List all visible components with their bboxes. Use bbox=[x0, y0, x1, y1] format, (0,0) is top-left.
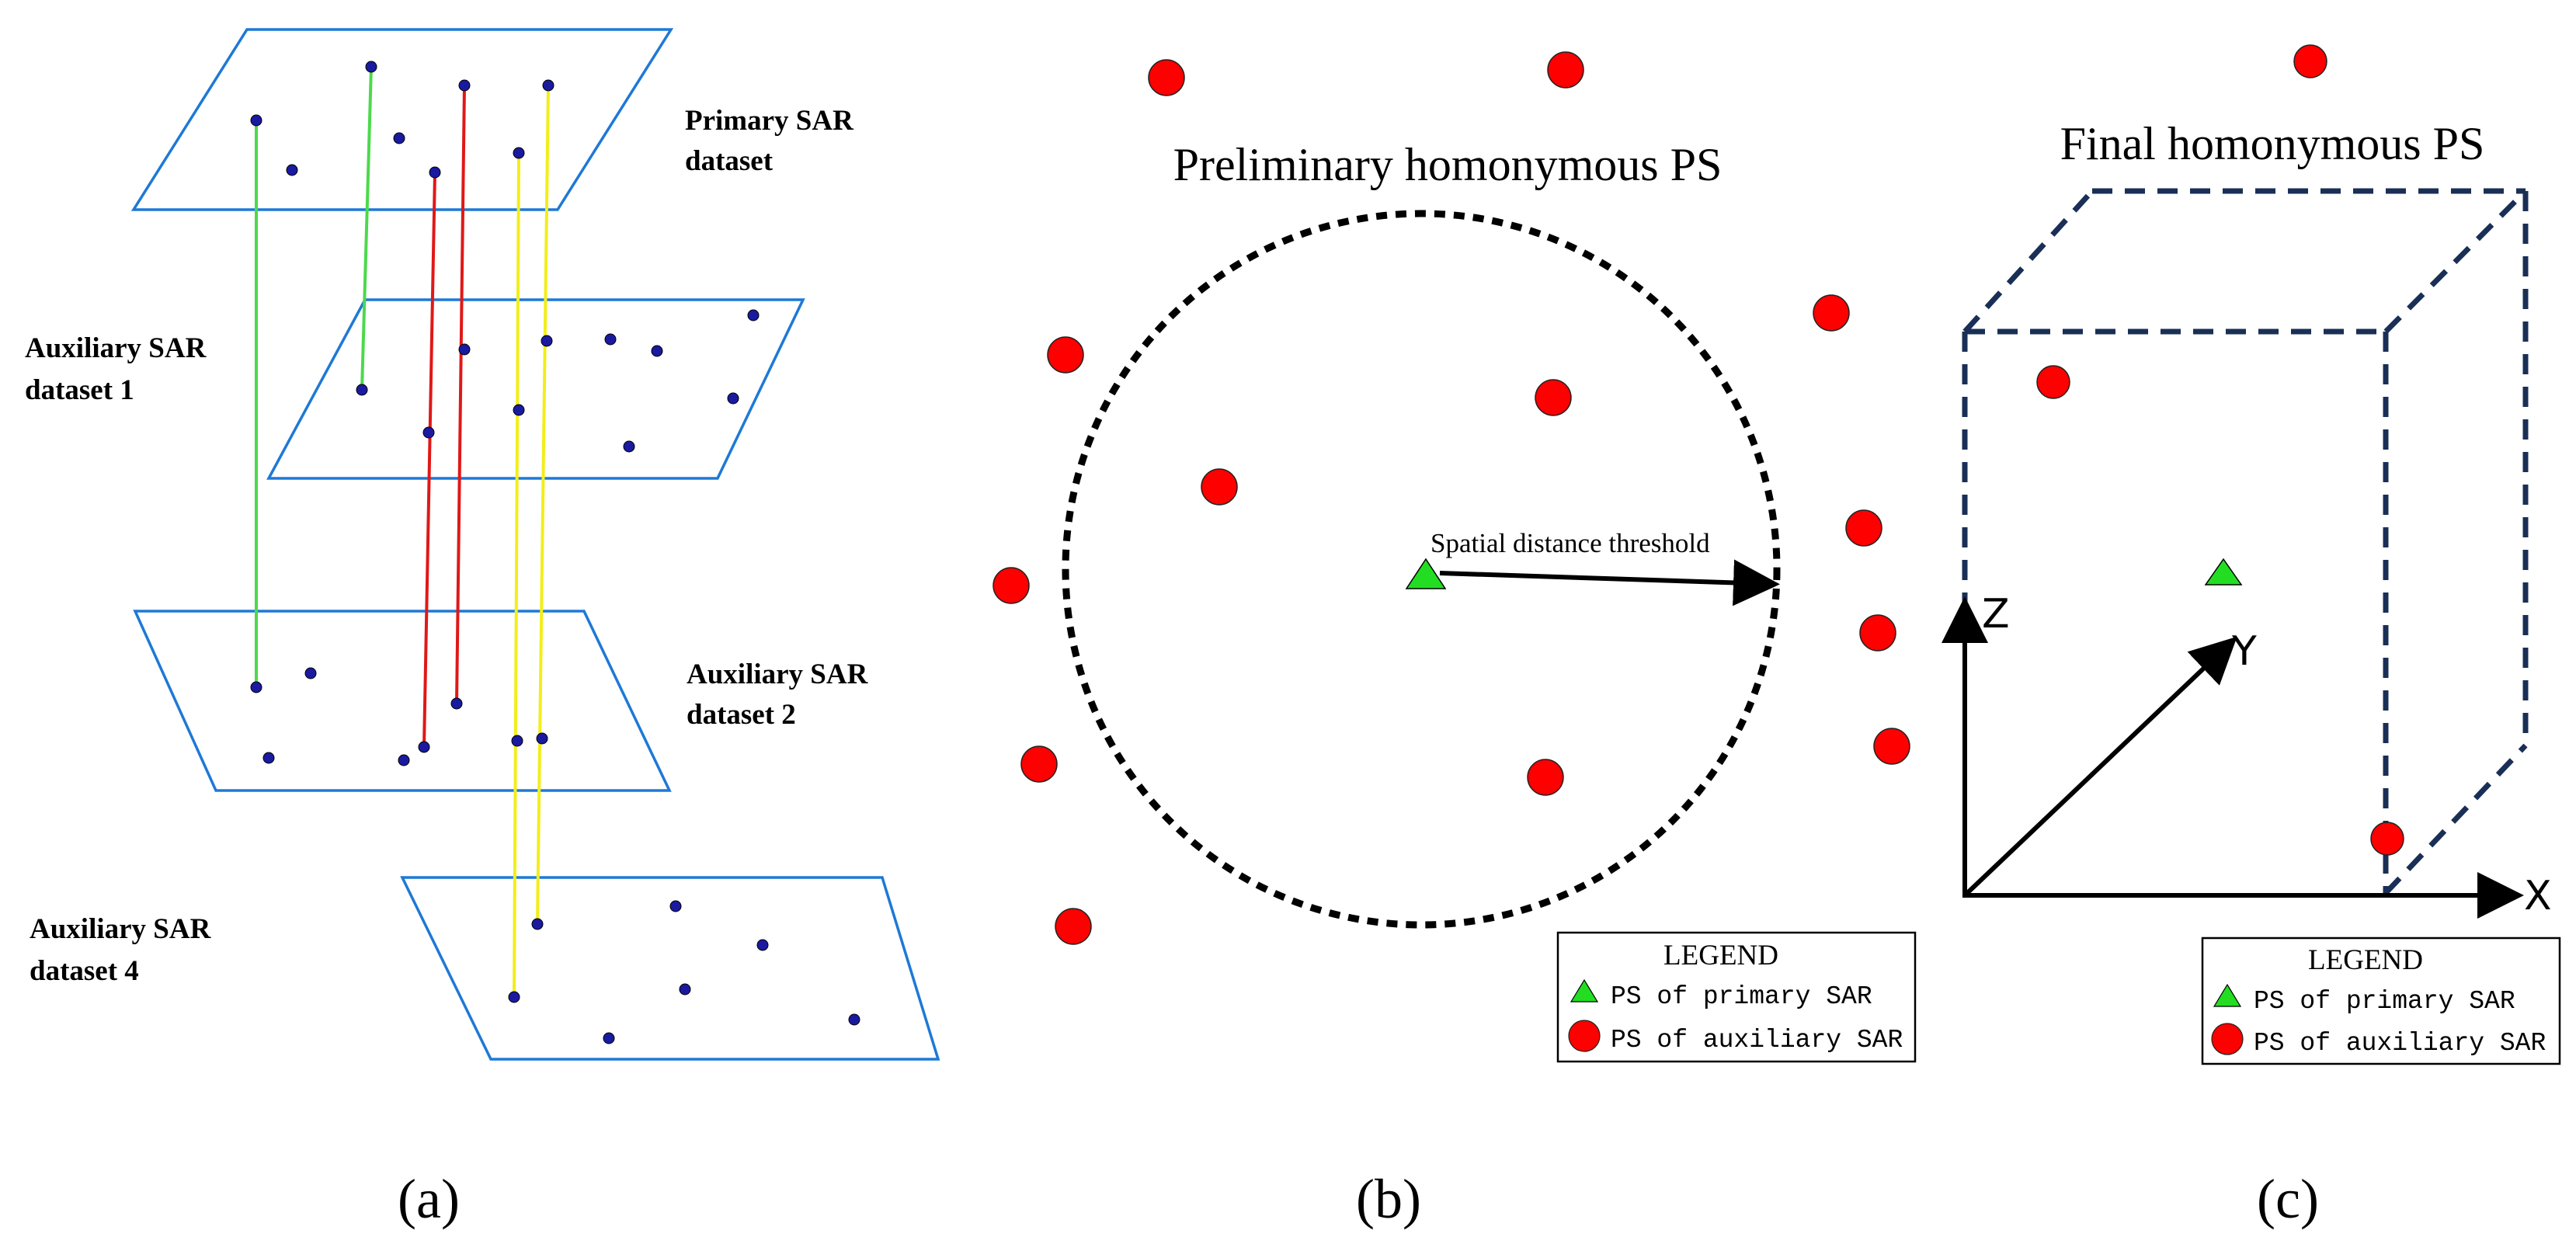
auxiliary-4-points bbox=[508, 900, 860, 1044]
auxiliary-sar-plane-2 bbox=[133, 610, 672, 792]
auxiliary-sar-1-label-line2: dataset 1 bbox=[25, 374, 134, 406]
auxiliary-sar-2-label-line2: dataset 2 bbox=[687, 699, 796, 731]
legend-title: LEGEND bbox=[2308, 944, 2423, 976]
primary-ps-triangle bbox=[1405, 558, 1447, 589]
legend-triangle-icon bbox=[1570, 978, 1599, 1003]
legend-circle-icon bbox=[2211, 1023, 2244, 1055]
axis-z-label: Z bbox=[1982, 591, 2010, 638]
primary-ps-triangle bbox=[2204, 558, 2243, 586]
link-line-yellow bbox=[536, 85, 550, 925]
auxiliary-sar-1-label-line1: Auxiliary SAR bbox=[25, 332, 207, 364]
legend-primary-text: PS of primary SAR bbox=[1611, 982, 1872, 1011]
panel-b-legend: LEGEND PS of primary SAR PS of auxiliary… bbox=[1556, 931, 1917, 1063]
legend-triangle-icon bbox=[2213, 983, 2242, 1007]
auxiliary-sar-2-label-line1: Auxiliary SAR bbox=[687, 659, 869, 690]
auxiliary-1-points bbox=[356, 309, 760, 453]
axis-y bbox=[1962, 636, 2237, 898]
link-line-yellow bbox=[513, 152, 520, 998]
link-line-red bbox=[455, 85, 466, 704]
link-line-red bbox=[422, 172, 436, 748]
panel-a-caption: (a) bbox=[398, 1168, 460, 1230]
primary-sar-plane bbox=[130, 28, 674, 211]
legend-aux-text: PS of auxiliary SAR bbox=[1611, 1026, 1903, 1055]
panel-b-caption: (b) bbox=[1356, 1168, 1421, 1230]
primary-sar-label-line1: Primary SAR bbox=[685, 105, 854, 137]
panel-c-title: Final homonymous PS bbox=[2060, 118, 2485, 169]
auxiliary-sar-4-label-line1: Auxiliary SAR bbox=[30, 913, 212, 945]
search-box-3d bbox=[1962, 188, 2529, 895]
legend-title: LEGEND bbox=[1663, 940, 1778, 971]
legend-aux-text: PS of auxiliary SAR bbox=[2254, 1029, 2546, 1058]
link-line-green bbox=[360, 66, 373, 391]
panel-a: Primary SAR dataset Auxiliary SAR datase… bbox=[25, 28, 940, 1230]
axis-y-label: Y bbox=[2231, 628, 2257, 675]
panel-b-title: Preliminary homonymous PS bbox=[1173, 139, 1723, 190]
auxiliary-2-points bbox=[250, 667, 548, 766]
threshold-label: Spatial distance threshold bbox=[1431, 528, 1710, 558]
legend-primary-text: PS of primary SAR bbox=[2254, 987, 2515, 1016]
threshold-arrow bbox=[1439, 559, 1780, 606]
auxiliary-sar-4-label-line2: dataset 4 bbox=[30, 955, 139, 987]
auxiliary-sar-plane-1 bbox=[266, 298, 805, 480]
panel-c: Final homonymous PS Z Y X LE bbox=[1942, 44, 2561, 1230]
primary-points bbox=[250, 61, 554, 179]
panel-c-legend: LEGEND PS of primary SAR PS of auxiliary… bbox=[2201, 937, 2561, 1065]
panel-b: Preliminary homonymous PS Spatial distan… bbox=[993, 51, 1917, 1230]
legend-circle-icon bbox=[1568, 1020, 1601, 1052]
auxiliary-ps-points bbox=[2036, 44, 2404, 856]
axis-x-label: X bbox=[2524, 873, 2552, 919]
auxiliary-ps-points bbox=[993, 51, 1910, 945]
auxiliary-sar-plane-4 bbox=[400, 876, 940, 1061]
panel-c-caption: (c) bbox=[2257, 1168, 2319, 1230]
primary-sar-label-line2: dataset bbox=[685, 145, 773, 177]
